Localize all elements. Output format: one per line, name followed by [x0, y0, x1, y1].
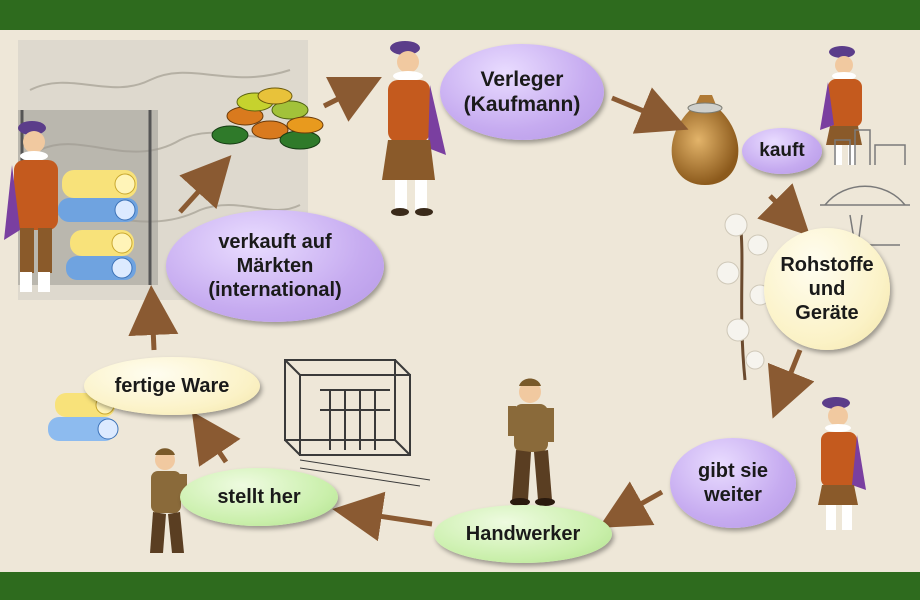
verkauft-bubble: verkauft auf Märkten (international) — [166, 210, 384, 322]
coin-pile-icon — [211, 87, 324, 150]
fertige-ware-label: fertige Ware — [114, 375, 230, 397]
craftsman-figure — [150, 448, 187, 553]
cycle-arrows — [128, 77, 815, 542]
money-bag-icon — [671, 95, 739, 185]
kauft-label: kauft — [759, 139, 805, 161]
stellt-her-label: stellt her — [217, 486, 301, 508]
illustrations — [4, 40, 910, 553]
kauft-bubble: kauft — [742, 128, 822, 174]
handwerker-bubble: Handwerker — [434, 505, 612, 563]
fertige-ware-bubble: fertige Ware — [84, 357, 260, 415]
gibt-weiter-label: gibt sie weiter — [697, 460, 768, 506]
rohstoffe-label: Rohstoffe und Geräte — [780, 254, 874, 324]
merchant-figure — [4, 121, 58, 292]
stellt-her-bubble: stellt her — [180, 468, 338, 526]
rohstoffe-bubble: Rohstoffe und Geräte — [764, 228, 890, 350]
diagram-canvas: Verleger (Kaufmann) kauft Rohstoffe und … — [0, 30, 920, 572]
verkauft-label: verkauft auf Märkten (international) — [208, 231, 342, 301]
gibt-weiter-bubble: gibt sie weiter — [670, 438, 796, 528]
cotton-branch-icon — [716, 213, 771, 381]
merchant-figure — [382, 41, 446, 216]
verleger-label: Verleger (Kaufmann) — [463, 67, 581, 116]
merchant-figure — [818, 397, 866, 530]
cloth-rolls-icon — [58, 170, 138, 280]
verleger-bubble: Verleger (Kaufmann) — [440, 44, 604, 140]
merchant-figure — [820, 46, 862, 165]
loom-icon — [284, 359, 431, 487]
craftsman-figure — [508, 378, 555, 506]
handwerker-label: Handwerker — [465, 523, 581, 545]
